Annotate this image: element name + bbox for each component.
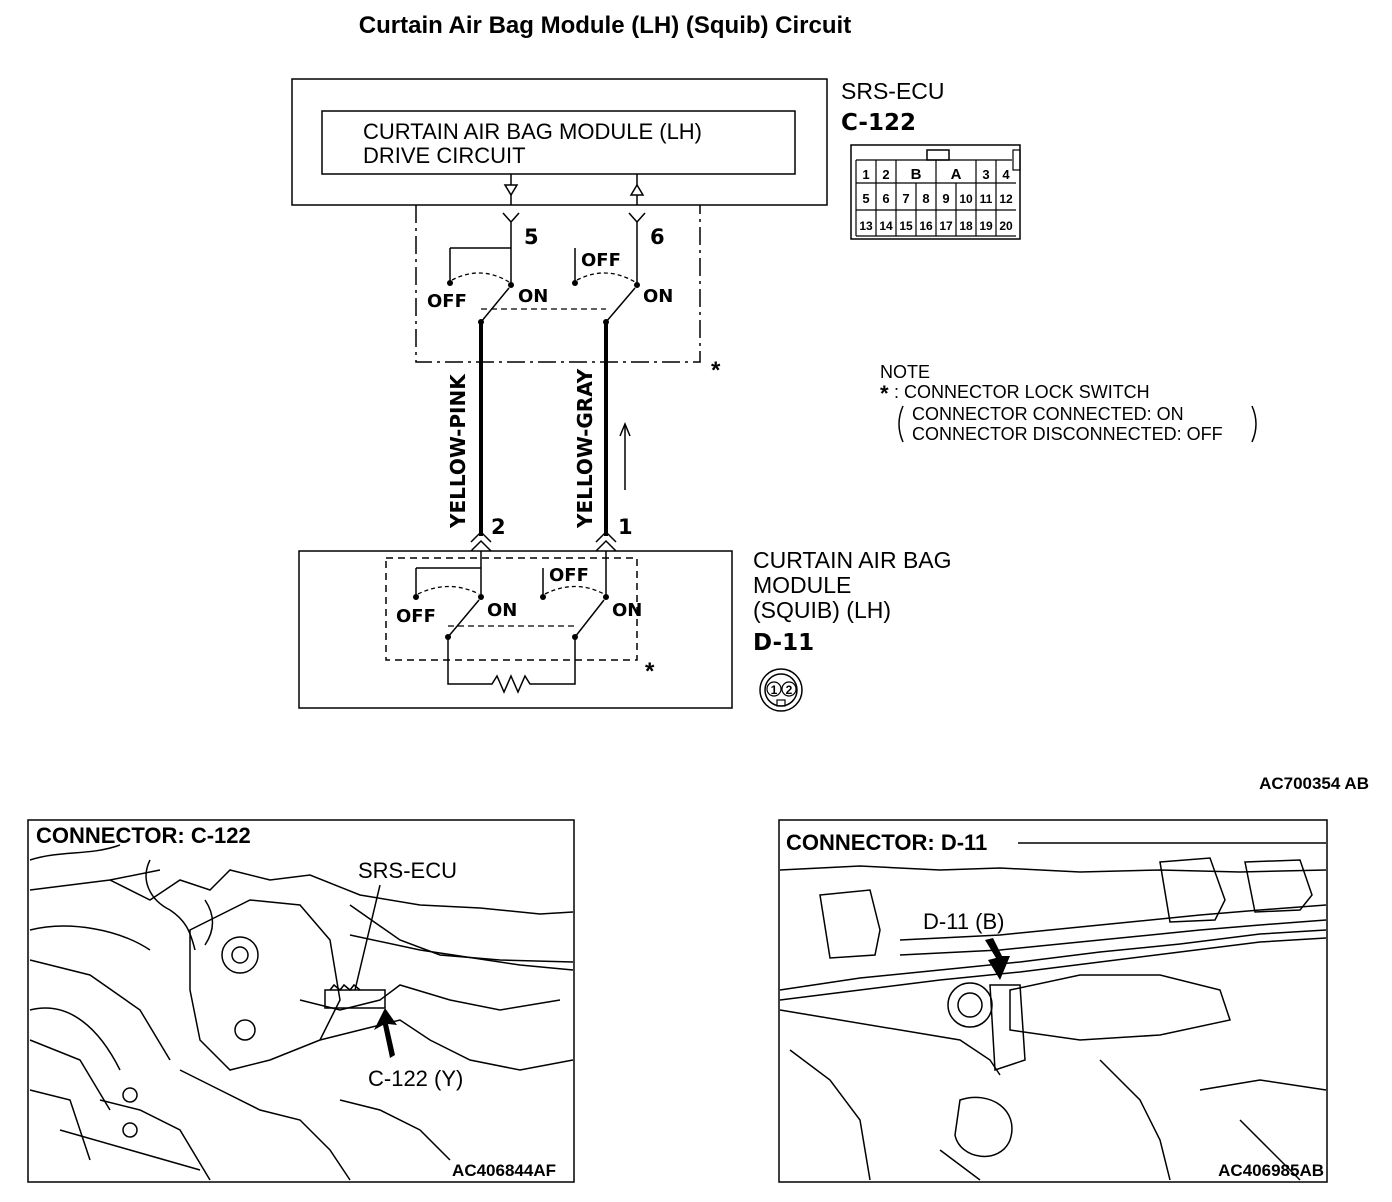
pin-label: 2 (786, 683, 793, 697)
pin-label: 4 (1002, 167, 1010, 182)
ecu-name: SRS-ECU (841, 78, 945, 104)
ecu-switch-off-left: OFF (427, 291, 467, 312)
output-triangle-icon (503, 184, 519, 197)
photo-right-title: CONNECTOR: D-11 (786, 830, 987, 855)
note-line-3: CONNECTOR DISCONNECTED: OFF (912, 424, 1223, 444)
c122-pointer-arrow-icon (374, 1008, 397, 1058)
photo-right-connector-label: D-11 (B) (923, 909, 1005, 934)
pin-label: B (911, 166, 922, 183)
module-lock-switch-star: * (645, 658, 655, 685)
airbag-module-block: * OFF ON OFF ON (298, 550, 733, 709)
d11-connector-face: 1 2 (759, 668, 803, 712)
module-switch-on-right: ON (612, 600, 642, 621)
input-triangle-icon (629, 183, 645, 196)
photo-panel-d11: CONNECTOR: D-11 D-11 (B) AC406985AB (778, 819, 1328, 1183)
pin-label: 19 (979, 219, 993, 233)
ecu-terminal-6: 6 (650, 225, 665, 249)
ecu-switch-on-left: ON (518, 286, 548, 307)
ecu-connector-id: C-122 (841, 110, 916, 136)
ecu-terminal-5: 5 (524, 225, 539, 249)
ecu-switch-on-right: ON (643, 286, 673, 307)
module-switch-off-left: OFF (396, 606, 436, 627)
module-connector-id: D-11 (753, 630, 814, 656)
pin-label: 2 (882, 167, 889, 182)
pin-label: 1 (862, 167, 869, 182)
module-name-2: MODULE (753, 572, 851, 598)
pin-label: 8 (922, 191, 929, 206)
drive-circuit-label-2: DRIVE CIRCUIT (363, 143, 526, 168)
pin-label: 15 (899, 219, 913, 233)
pin-label: 7 (902, 191, 909, 206)
pin-label: 20 (999, 219, 1013, 233)
pin-label: 12 (999, 192, 1013, 206)
pin-label: A (951, 166, 962, 183)
ecu-block: CURTAIN AIR BAG MODULE (LH) DRIVE CIRCUI… (291, 78, 828, 206)
module-terminal-2: 2 (491, 515, 506, 539)
ecu-switch-off-right: OFF (581, 250, 621, 271)
pin-label: 9 (942, 191, 949, 206)
wire-yellow-pink: YELLOW-PINK (446, 373, 470, 529)
pin-label: 17 (939, 219, 953, 233)
pin-label: 5 (862, 191, 869, 206)
pin-label: 6 (882, 191, 889, 206)
photo-left-title: CONNECTOR: C-122 (36, 823, 251, 848)
diagram-code: AC700354 AB (1259, 774, 1369, 793)
module-name-1: CURTAIN AIR BAG (753, 547, 952, 573)
pin-label: 3 (982, 167, 989, 182)
ecu-lock-switch: * 5 6 OFF ON OFF ON (415, 205, 721, 384)
pin-label: 14 (879, 219, 893, 233)
photo-panel-c122: CONNECTOR: C-122 SRS-ECU C-122 (Y) AC406… (27, 819, 575, 1183)
module-switch-on-left: ON (487, 600, 517, 621)
photo-left-connector-label: C-122 (Y) (368, 1066, 463, 1091)
pin-label: 16 (919, 219, 933, 233)
photo-left-code: AC406844AF (452, 1161, 556, 1180)
c122-connector-face: 1 2 B A 3 4 5 6 7 8 9 10 11 12 13 14 15 … (850, 144, 1021, 240)
module-name-3: (SQUIB) (LH) (753, 597, 891, 623)
page-title: Curtain Air Bag Module (LH) (Squib) Circ… (358, 12, 852, 39)
photo-right-code: AC406985AB (1218, 1161, 1324, 1180)
pin-label: 18 (959, 219, 973, 233)
d11-pointer-arrow-icon (985, 938, 1010, 980)
drive-circuit-label-1: CURTAIN AIR BAG MODULE (LH) (363, 119, 702, 144)
pin-label: 13 (859, 219, 873, 233)
pin-label: 11 (980, 192, 993, 206)
pin-label: 1 (771, 683, 778, 697)
note-line-2: CONNECTOR CONNECTED: ON (912, 404, 1184, 424)
note-line-1: : CONNECTOR LOCK SWITCH (894, 382, 1150, 402)
pin-label: 10 (959, 192, 973, 206)
module-terminal-1: 1 (618, 515, 633, 539)
note-block: NOTE * : CONNECTOR LOCK SWITCH CONNECTOR… (880, 362, 1257, 444)
photo-left-srs-label: SRS-ECU (358, 858, 457, 883)
wires: YELLOW-PINK YELLOW-GRAY 2 1 (446, 322, 633, 552)
lock-switch-star: * (711, 357, 721, 384)
wire-yellow-gray: YELLOW-GRAY (573, 368, 597, 529)
module-switch-off-right: OFF (549, 565, 589, 586)
note-heading: NOTE (880, 362, 930, 382)
note-star: * (880, 381, 889, 406)
squib-resistor-icon (447, 637, 576, 694)
